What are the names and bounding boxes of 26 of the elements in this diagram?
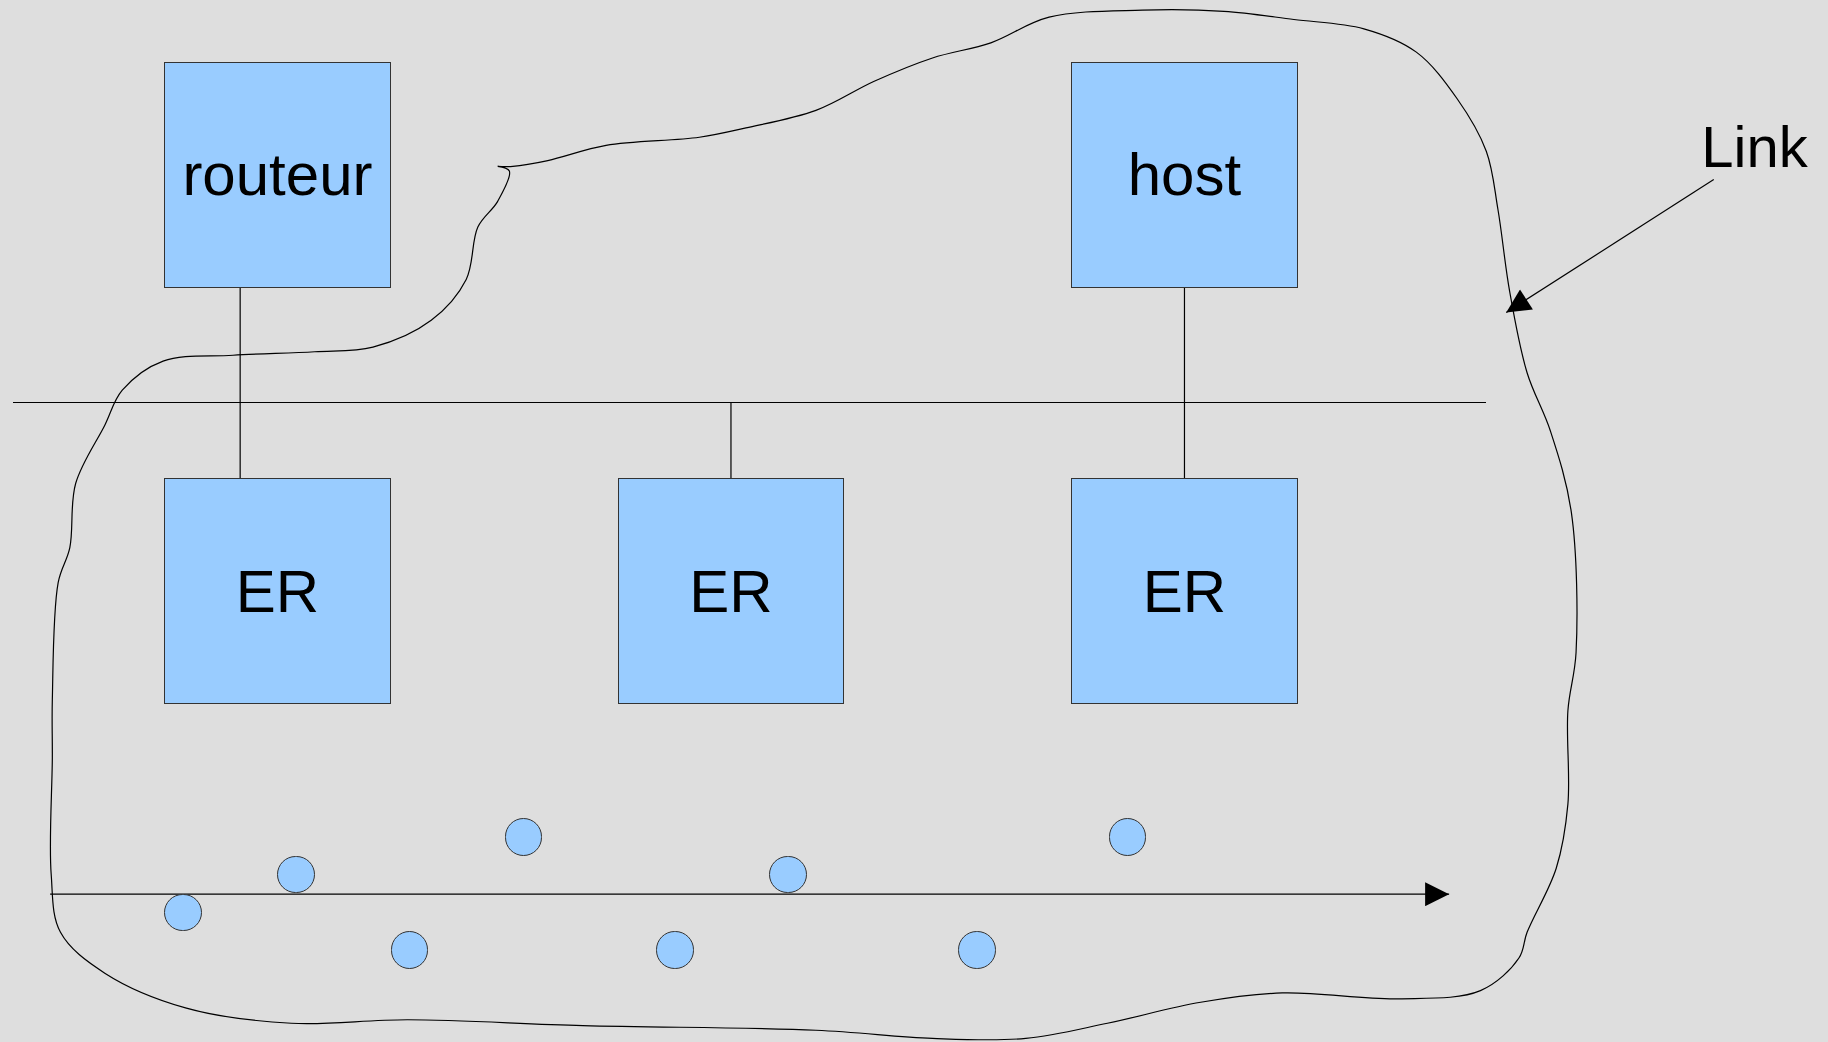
connector-line xyxy=(1183,401,1186,479)
leader-line xyxy=(1505,178,1715,314)
packet-dot xyxy=(958,931,996,969)
packet-dot xyxy=(504,818,543,856)
packet-dot xyxy=(390,931,428,969)
box-label: ER xyxy=(235,556,320,626)
connector-line xyxy=(730,401,732,479)
network-box xyxy=(1071,61,1298,288)
packet-dot xyxy=(164,894,202,932)
packet-dot xyxy=(656,931,694,969)
connector-line xyxy=(239,401,241,479)
network-box xyxy=(1071,477,1298,705)
link-label: Link xyxy=(1701,113,1808,181)
cloud-outline xyxy=(50,9,1580,1042)
connector-line xyxy=(239,287,241,403)
box-label: ER xyxy=(689,556,773,626)
packet-dot xyxy=(769,855,807,893)
box-label: ER xyxy=(1142,556,1227,626)
box-label: host xyxy=(1127,140,1242,210)
box-label: routeur xyxy=(182,140,373,210)
connector-line xyxy=(1183,287,1186,403)
packet-dot xyxy=(277,855,315,893)
network-box xyxy=(164,477,391,705)
network-box xyxy=(617,477,845,705)
network-box xyxy=(164,61,391,288)
packet-dot xyxy=(1108,818,1146,856)
